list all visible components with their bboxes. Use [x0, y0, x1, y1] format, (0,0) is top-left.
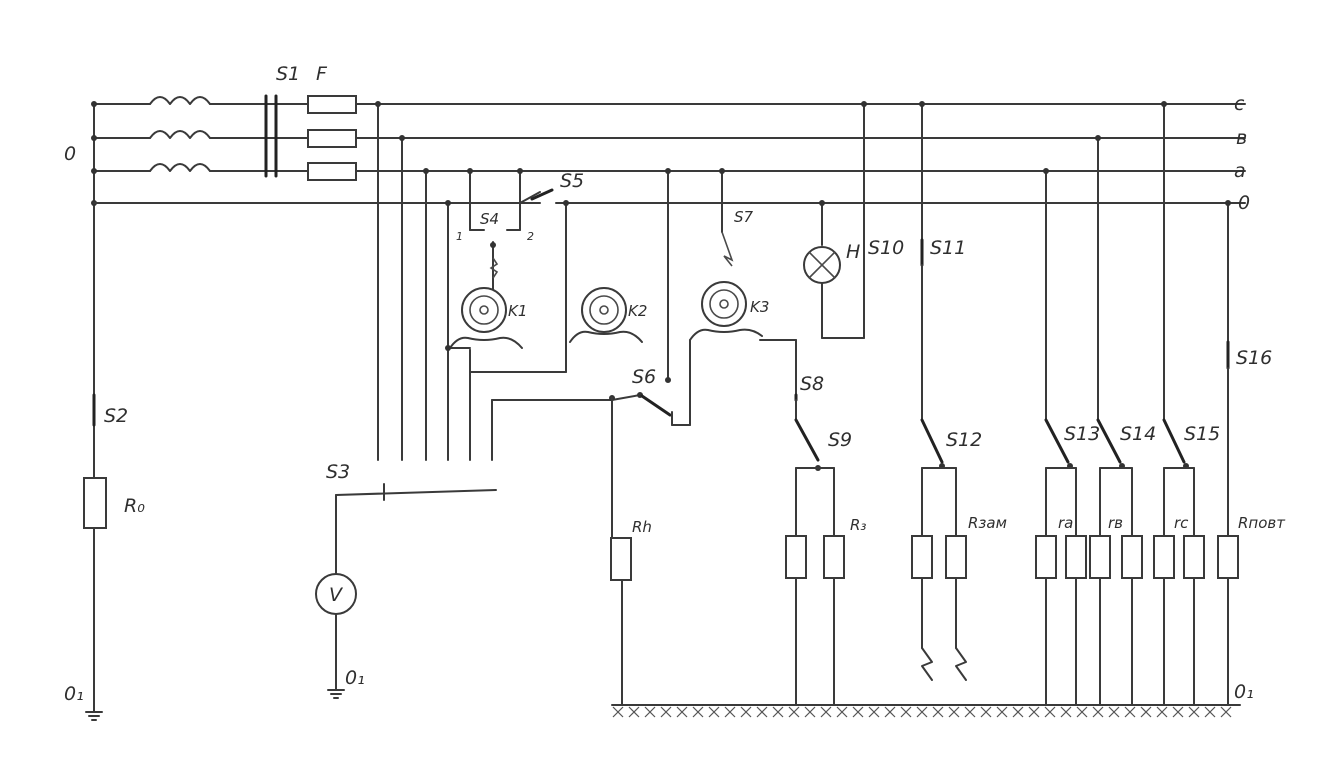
label-s8: S8 [800, 373, 824, 395]
label-ground-3: 0₁ [1234, 681, 1254, 703]
motor-k2-group [469, 200, 643, 373]
label-s14: S14 [1120, 423, 1156, 445]
label-k1: K1 [508, 302, 527, 320]
label-s11: S11 [930, 237, 966, 259]
r3-branch [785, 393, 845, 706]
label-rb: rв [1108, 514, 1123, 532]
label-k3: K3 [750, 298, 769, 316]
label-s9: S9 [828, 429, 852, 451]
rc-branch [1153, 101, 1205, 706]
label-s15: S15 [1184, 423, 1220, 445]
ground-rail [611, 704, 1241, 718]
label-rzam: Rзам [968, 514, 1007, 532]
motor-k1 [449, 287, 523, 349]
switch-s1 [264, 94, 278, 178]
label-s2: S2 [104, 405, 128, 427]
label-k2: K2 [628, 302, 647, 320]
label-ground-2: 0₁ [345, 667, 365, 689]
motor-k1-group [445, 168, 554, 351]
labels: c в a 0 0 S1 F S2 R₀ S3 V 0₁ 0₁ 0₁ S4 1 … [64, 63, 1286, 705]
label-ra: rа [1058, 514, 1073, 532]
label-bus-b: в [1236, 127, 1247, 149]
ra-branch [1035, 168, 1087, 706]
label-bus-c: c [1234, 93, 1245, 115]
voltmeter-branch [315, 483, 497, 699]
rb-branch [1089, 135, 1143, 706]
label-s13: S13 [1064, 423, 1100, 445]
measurement-taps [375, 101, 493, 461]
label-neutral-left: 0 [64, 143, 76, 165]
label-s12: S12 [946, 429, 982, 451]
label-bus-0: 0 [1238, 192, 1250, 214]
label-s4-pos2: 2 [527, 230, 534, 243]
lamp-h-group [803, 101, 867, 339]
label-s4: S4 [480, 210, 499, 228]
label-voltmeter: V [329, 584, 344, 606]
rh-branch [491, 168, 673, 706]
label-s16: S16 [1236, 347, 1272, 369]
label-rpovt: Rповт [1238, 514, 1286, 532]
label-r0: R₀ [124, 495, 145, 517]
label-s5: S5 [560, 170, 584, 192]
label-s3: S3 [326, 461, 350, 483]
label-s6: S6 [632, 366, 656, 388]
r0-branch [83, 393, 107, 721]
rzam-branch [911, 101, 967, 681]
label-s7: S7 [734, 208, 754, 226]
label-bus-a: a [1234, 160, 1246, 182]
label-fuse: F [316, 63, 328, 85]
rpovt-branch [1217, 200, 1239, 706]
label-rh: Rh [632, 518, 652, 536]
label-rc: rс [1174, 514, 1189, 532]
label-s1: S1 [276, 63, 300, 85]
label-s10: S10 [868, 237, 904, 259]
source-windings [91, 96, 309, 701]
label-r3: R₃ [850, 516, 866, 534]
motor-k3-group [671, 168, 797, 426]
label-s4-pos1: 1 [456, 230, 463, 243]
fuses [307, 95, 357, 181]
label-ground-1: 0₁ [64, 683, 84, 705]
label-lamp-h: H [846, 241, 860, 263]
